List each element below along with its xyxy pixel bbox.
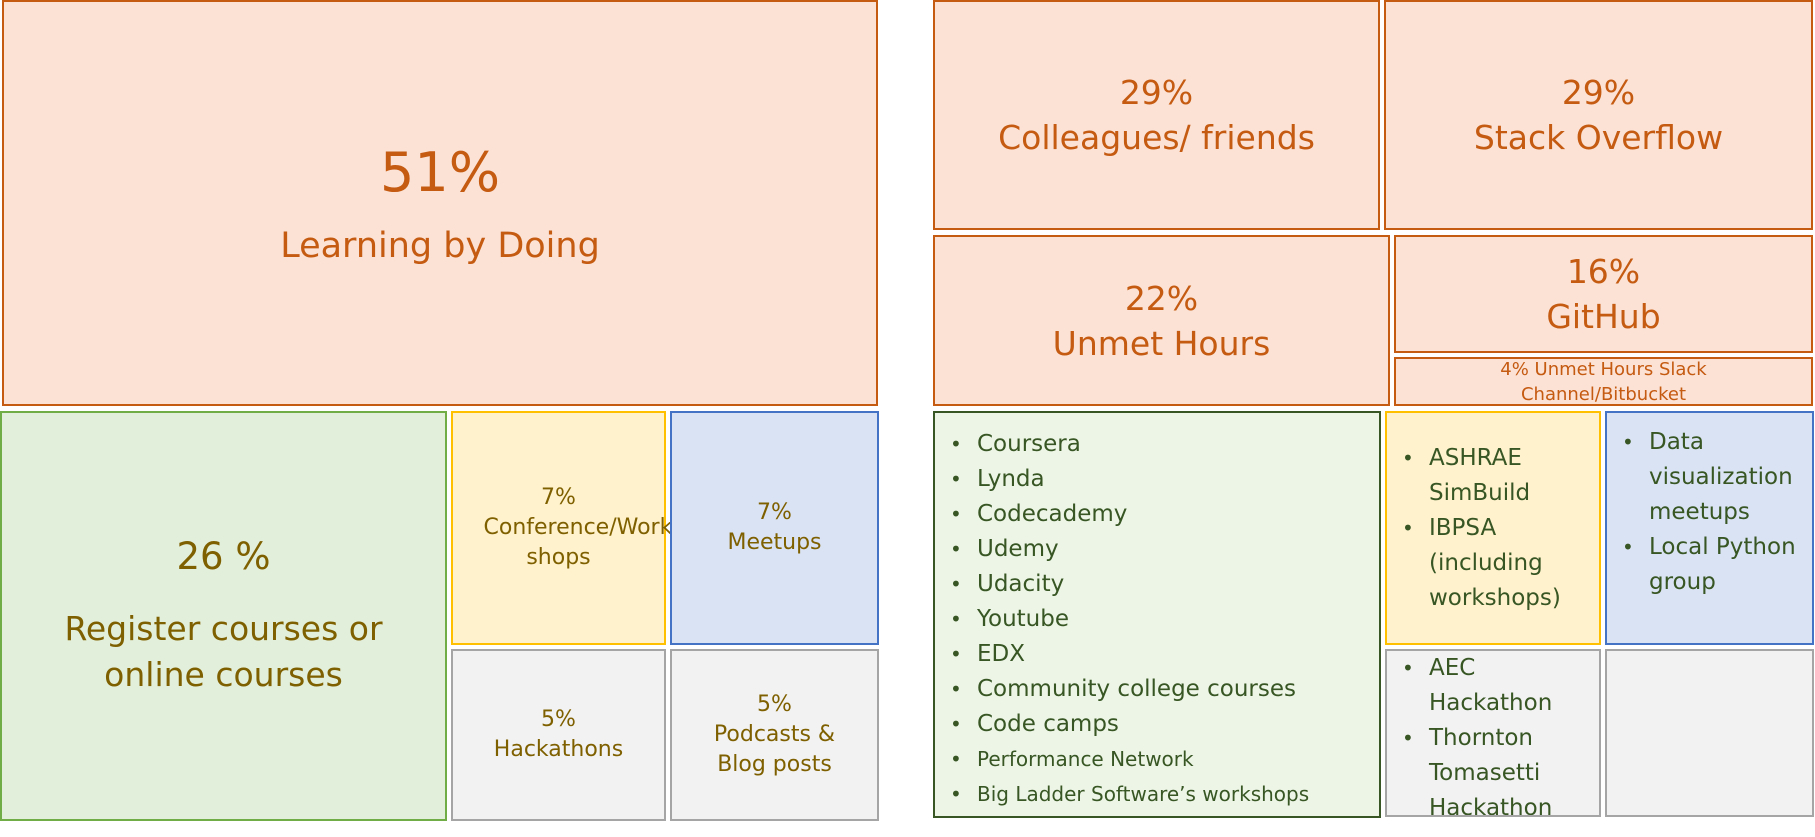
hackathons-list-box: AEC Hackathon Thornton Tomasetti Hackath… [1385,649,1601,817]
list-item: Community college courses [950,672,1379,707]
unmet-hours-label: Unmet Hours [1052,323,1271,363]
list-item: Local Python group [1622,530,1808,600]
list-item: Data visualization meetups [1622,425,1808,530]
meetups-percent: 7% [757,500,792,525]
list-item: Thornton Tomasetti Hackathon [1402,721,1595,815]
unmet-hours-percent: 22% [1124,278,1199,318]
list-item: ASHRAE SimBuild [1402,441,1595,511]
courses-percent: 26 % [176,534,271,578]
podcasts-percent: 5% [757,692,792,717]
learning-by-doing-box: 51% Learning by Doing [2,0,878,406]
stack-overflow-label: Stack Overflow [1473,118,1724,157]
github-percent: 16% [1566,252,1641,291]
list-item: Udacity [950,567,1379,602]
list-item: EDX [950,637,1379,672]
hackathons-list: AEC Hackathon Thornton Tomasetti Hackath… [1387,651,1599,815]
hackathons-box: 5% Hackathons [451,649,666,821]
meetups-label: Meetups [727,530,822,555]
list-item: Lynda [950,462,1379,497]
courses-label: Register courses or online courses [64,608,383,694]
conferences-list: ASHRAE SimBuild IBPSA (including worksho… [1387,441,1599,616]
hackathons-label: Hackathons [493,737,624,762]
colleagues-label: Colleagues/ friends [998,118,1315,157]
github-label: GitHub [1546,297,1661,336]
github-box: 16% GitHub [1394,235,1813,353]
conferences-percent: 7% [541,485,576,510]
courses-list: Coursera Lynda Codecademy Udemy Udacity … [935,427,1379,812]
courses-box: 26 % Register courses or online courses [0,411,447,821]
learning-by-doing-percent: 51% [379,140,501,204]
meetups-box: 7% Meetups [670,411,879,645]
colleagues-percent: 29% [1119,73,1194,112]
stack-overflow-percent: 29% [1561,73,1636,112]
empty-box [1605,649,1814,817]
unmet-hours-box: 22% Unmet Hours [933,235,1390,406]
list-item: Big Ladder Software’s workshops [950,777,1379,812]
stack-overflow-box: 29% Stack Overflow [1384,0,1813,230]
list-item: Performance Network [950,742,1379,777]
conferences-label: Conference/Work shops [483,515,673,570]
conferences-list-box: ASHRAE SimBuild IBPSA (including worksho… [1385,411,1601,645]
meetups-list: Data visualization meetups Local Python … [1607,425,1812,600]
list-item: Codecademy [950,497,1379,532]
conferences-box: 7% Conference/Work shops [451,411,673,645]
slack-bitbucket-box: 4% Unmet Hours Slack Channel/Bitbucket [1394,357,1813,406]
meetups-list-box: Data visualization meetups Local Python … [1605,411,1814,645]
list-item: AEC Hackathon [1402,651,1595,721]
list-item: Udemy [950,532,1379,567]
list-item: Code camps [950,707,1379,742]
courses-list-box: Coursera Lynda Codecademy Udemy Udacity … [933,411,1381,818]
list-item: IBPSA (including workshops) [1402,511,1595,616]
podcasts-box: 5% Podcasts & Blog posts [670,649,879,821]
learning-by-doing-label: Learning by Doing [280,225,600,266]
podcasts-label: Podcasts & Blog posts [713,722,836,777]
slack-bitbucket-label: 4% Unmet Hours Slack Channel/Bitbucket [1500,358,1707,405]
list-item: Youtube [950,602,1379,637]
hackathons-percent: 5% [541,707,576,732]
list-item: Coursera [950,427,1379,462]
colleagues-box: 29% Colleagues/ friends [933,0,1380,230]
